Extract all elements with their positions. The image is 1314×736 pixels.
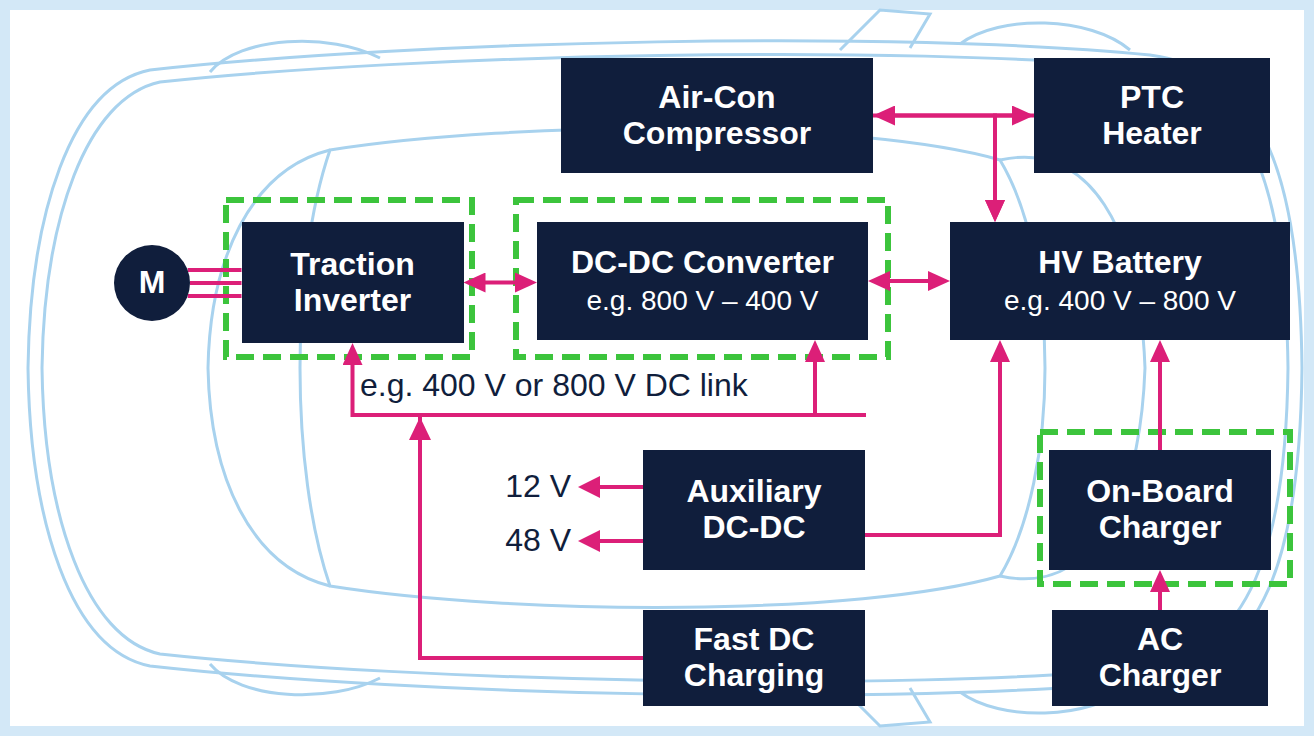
component-name: PTC Heater — [1072, 80, 1232, 152]
power-connector — [873, 116, 995, 215]
car-body — [28, 41, 1302, 695]
dc-link-label: e.g. 400 V or 800 V DC link — [357, 368, 751, 403]
arrow-head — [578, 530, 600, 552]
power-connector — [472, 281, 530, 285]
component-box: Auxiliary DC-DC — [643, 450, 865, 570]
component-name: Auxiliary DC-DC — [659, 474, 849, 546]
component-name: DC-DC Converter — [571, 245, 834, 281]
highlight-box — [226, 200, 472, 357]
component-box: Fast DC Charging — [643, 610, 865, 706]
component-box: On-Board Charger — [1049, 450, 1271, 570]
connector-group — [188, 116, 1160, 659]
wheel-arch — [960, 23, 1130, 50]
power-connector — [1158, 578, 1162, 610]
highlight-box — [1040, 432, 1290, 584]
component-name: Fast DC Charging — [659, 622, 849, 694]
component-box: Traction Inverter — [242, 222, 464, 343]
component-box: PTC Heater — [1034, 58, 1270, 173]
voltage-output-label: 48 V — [502, 523, 574, 558]
highlight-box — [516, 200, 888, 357]
component-name: M — [139, 265, 166, 301]
component-box: AC Charger — [1052, 610, 1268, 706]
component-name: Traction Inverter — [258, 247, 448, 319]
mirror — [840, 10, 930, 50]
component-name: AC Charger — [1085, 622, 1235, 694]
arrow-head — [578, 476, 600, 498]
voltage-range: e.g. 400 V – 800 V — [1004, 285, 1236, 316]
power-connector — [995, 116, 1034, 215]
car-cabin — [300, 129, 1045, 608]
wheel-arch — [210, 41, 380, 72]
power-connector — [188, 270, 242, 296]
power-connector — [865, 348, 1000, 535]
component-name: HV Battery — [1038, 245, 1202, 281]
voltage-output-label: 12 V — [502, 469, 574, 504]
car-outline — [28, 10, 1302, 726]
component-box: DC-DC Converter e.g. 800 V – 400 V — [537, 222, 868, 340]
power-connector — [876, 279, 942, 283]
frame — [5, 5, 1309, 731]
wheel-arch — [210, 664, 380, 695]
voltage-range: e.g. 800 V – 400 V — [587, 285, 819, 316]
component-box: HV Battery e.g. 400 V – 800 V — [950, 222, 1290, 340]
dc-link-bus — [812, 413, 866, 417]
component-box: Air-Con Compressor — [561, 58, 873, 173]
power-connector — [1158, 348, 1162, 450]
motor-symbol — [114, 245, 190, 321]
bus-wiring — [409, 415, 866, 552]
highlight-group — [226, 200, 1290, 584]
motor-circle: M — [114, 245, 190, 321]
car-body-inner — [42, 54, 1288, 681]
component-name: On-Board Charger — [1065, 474, 1255, 546]
component-name: Air-Con Compressor — [577, 80, 857, 152]
